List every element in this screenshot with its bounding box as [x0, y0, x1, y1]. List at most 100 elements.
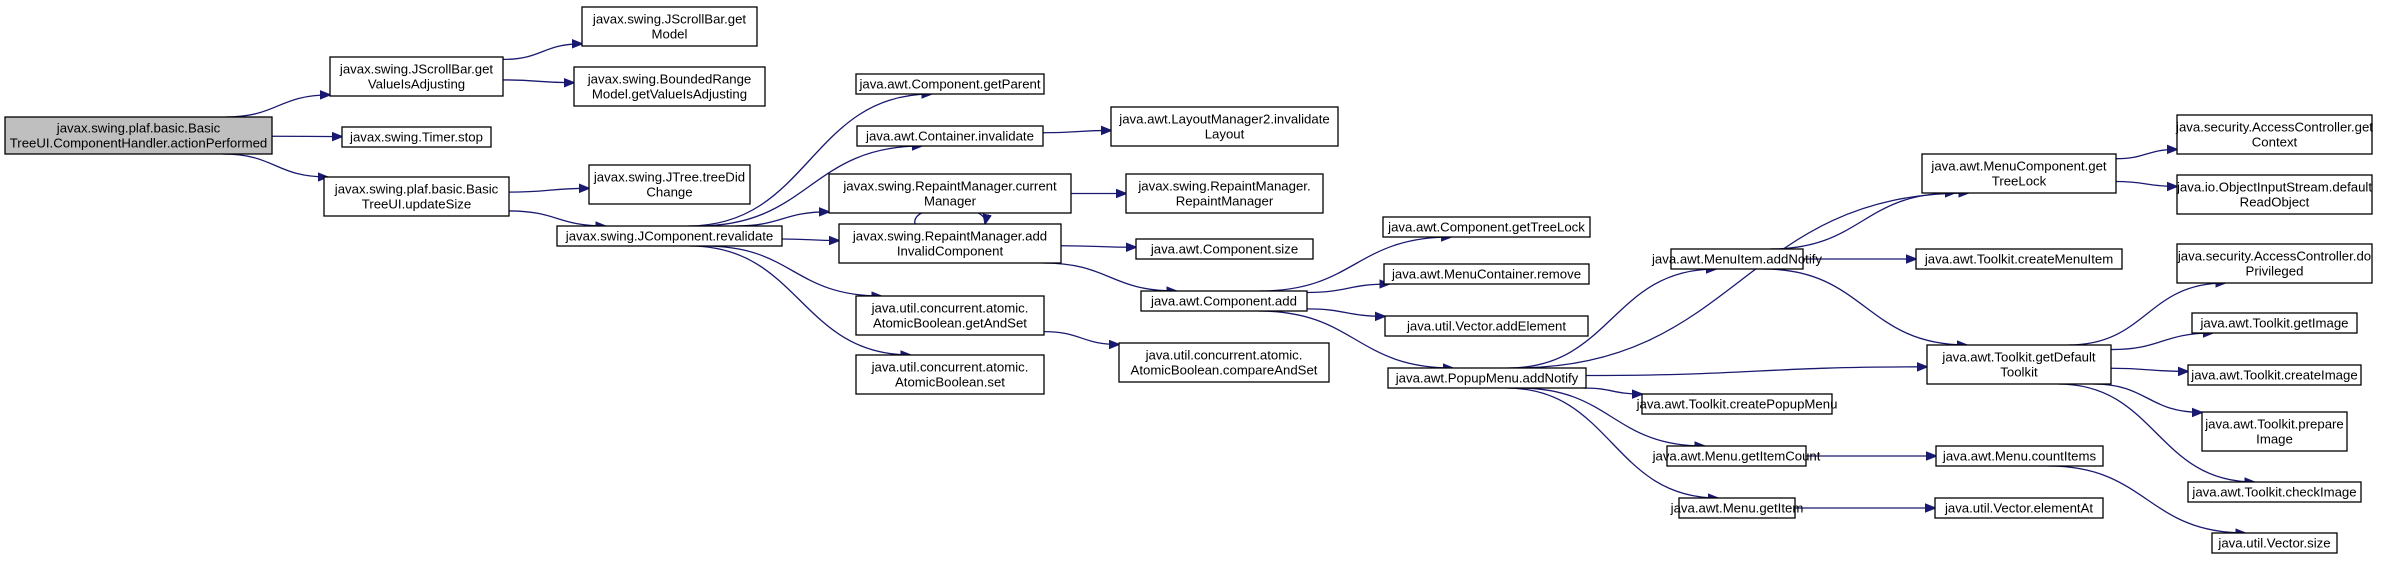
- node-box: [1140, 290, 1308, 312]
- node-invalidate[interactable]: java.awt.Container.invalidate: [856, 125, 1044, 147]
- node-box: [556, 225, 783, 247]
- node-box: [1387, 367, 1587, 389]
- node-label-line: java.security.AccessController.get: [2175, 120, 2373, 135]
- node-brm_getvalue[interactable]: javax.swing.BoundedRangeModel.getValueIs…: [573, 66, 766, 107]
- node-label-line: java.util.Vector.size: [2217, 536, 2330, 551]
- node-box: [2176, 243, 2373, 284]
- node-label-line: java.awt.Toolkit.getImage: [2199, 316, 2348, 331]
- edge-comp_add-to-comp_treelock: [1259, 237, 1451, 292]
- edge-updatesize-to-revalidate: [508, 210, 605, 226]
- node-comp_add[interactable]: java.awt.Component.add: [1140, 290, 1308, 312]
- node-label-line: Manager: [924, 194, 977, 209]
- edge-updatesize-to-tree_didchange: [508, 188, 589, 192]
- node-label-line: Context: [2252, 135, 2298, 150]
- node-tk_createimage[interactable]: java.awt.Toolkit.createImage: [2187, 364, 2362, 386]
- node-label-line: java.awt.LayoutManager2.invalidate: [1118, 112, 1329, 127]
- node-box: [1135, 238, 1314, 260]
- node-tk_createpopup[interactable]: java.awt.Toolkit.createPopupMenu: [1636, 393, 1838, 415]
- node-label-line: javax.swing.plaf.basic.Basic: [334, 182, 499, 197]
- node-menu_itemcount[interactable]: java.awt.Menu.getItemCount: [1652, 445, 1821, 467]
- node-box: [1670, 248, 1804, 270]
- node-tk_getimage[interactable]: java.awt.Toolkit.getImage: [2191, 312, 2358, 334]
- edge-rm_addinvalid-to-comp_size: [1060, 246, 1136, 248]
- node-ab_cas[interactable]: java.util.concurrent.atomic.AtomicBoolea…: [1118, 342, 1330, 383]
- node-menuitem_addnotify[interactable]: java.awt.MenuItem.addNotify: [1651, 248, 1822, 270]
- node-label-line: javax.swing.plaf.basic.Basic: [56, 121, 221, 136]
- node-vec_elementat[interactable]: java.util.Vector.elementAt: [1934, 497, 2104, 519]
- node-timer_stop[interactable]: javax.swing.Timer.stop: [341, 126, 492, 148]
- node-label-line: java.awt.MenuComponent.get: [1930, 159, 2107, 174]
- node-getparent[interactable]: java.awt.Component.getParent: [855, 73, 1045, 95]
- node-label-line: java.awt.Menu.getItem: [1670, 501, 1804, 516]
- edge-root-to-updatesize: [222, 153, 328, 177]
- node-box: [2176, 174, 2373, 215]
- edge-mcomp_treelock-to-ois_default: [2115, 180, 2177, 186]
- node-label-line: TreeUI.updateSize: [362, 197, 471, 212]
- node-label-line: java.awt.PopupMenu.addNotify: [1395, 371, 1579, 386]
- node-label-line: java.awt.Toolkit.checkImage: [2191, 485, 2356, 500]
- node-box: [855, 73, 1045, 95]
- node-box: [329, 56, 504, 97]
- node-menu_countitems[interactable]: java.awt.Menu.countItems: [1935, 445, 2104, 467]
- node-box: [855, 295, 1045, 336]
- node-box: [1678, 497, 1796, 519]
- node-mcomp_treelock[interactable]: java.awt.MenuComponent.getTreeLock: [1921, 153, 2117, 194]
- node-label-line: javax.swing.Timer.stop: [349, 130, 483, 145]
- edge-comp_add-to-popup_addnotify: [1258, 310, 1453, 368]
- node-menu_getitem[interactable]: java.awt.Menu.getItem: [1670, 497, 1804, 519]
- node-label-line: java.awt.Component.getTreeLock: [1387, 220, 1585, 235]
- node-comp_size[interactable]: java.awt.Component.size: [1135, 238, 1314, 260]
- node-rm_rm[interactable]: javax.swing.RepaintManager.RepaintManage…: [1125, 173, 1324, 214]
- node-box: [573, 66, 766, 107]
- node-label-line: Change: [646, 185, 692, 200]
- node-sb_getvalue[interactable]: javax.swing.JScrollBar.getValueIsAdjusti…: [329, 56, 504, 97]
- node-ab_set[interactable]: java.util.concurrent.atomic.AtomicBoolea…: [855, 354, 1045, 395]
- node-box: [2187, 481, 2362, 503]
- node-rm_addinvalid[interactable]: javax.swing.RepaintManager.addInvalidCom…: [838, 223, 1062, 264]
- node-rm_current[interactable]: javax.swing.RepaintManager.currentManage…: [828, 173, 1072, 214]
- node-ois_default[interactable]: java.io.ObjectInputStream.defaultReadObj…: [2176, 174, 2373, 215]
- node-box: [1384, 315, 1589, 337]
- node-label-line: TreeLock: [1992, 174, 2047, 189]
- node-mc_remove[interactable]: java.awt.MenuContainer.remove: [1383, 263, 1590, 285]
- node-box: [855, 354, 1045, 395]
- node-label-line: java.util.Vector.elementAt: [1944, 501, 2093, 516]
- node-label-line: javax.swing.RepaintManager.: [1137, 179, 1310, 194]
- edge-tk_getdefault-to-tk_checkimage: [2058, 383, 2254, 482]
- node-popup_addnotify[interactable]: java.awt.PopupMenu.addNotify: [1387, 367, 1587, 389]
- edge-ab_getandset-to-ab_cas: [1043, 330, 1119, 345]
- node-tk_createmenuitem[interactable]: java.awt.Toolkit.createMenuItem: [1915, 248, 2123, 270]
- edge-popup_addnotify-to-menu_itemcount: [1518, 387, 1705, 446]
- node-label-line: java.security.AccessController.do: [2177, 249, 2371, 264]
- edge-revalidate-to-rm_addinvalid: [781, 239, 839, 241]
- node-label-line: Toolkit: [2000, 365, 2038, 380]
- node-label-line: javax.swing.JTree.treeDid: [593, 170, 745, 185]
- node-box: [2201, 411, 2348, 452]
- node-label-line: RepaintManager: [1176, 194, 1274, 209]
- node-label-line: java.util.concurrent.atomic.: [1145, 348, 1303, 363]
- node-label-line: java.awt.MenuContainer.remove: [1391, 267, 1581, 282]
- node-ac_doprivileged[interactable]: java.security.AccessController.doPrivile…: [2176, 243, 2373, 284]
- node-label-line: java.util.concurrent.atomic.: [871, 301, 1029, 316]
- node-revalidate[interactable]: javax.swing.JComponent.revalidate: [556, 225, 783, 247]
- node-vec_addelement[interactable]: java.util.Vector.addElement: [1384, 315, 1589, 337]
- node-root[interactable]: javax.swing.plaf.basic.BasicTreeUI.Compo…: [4, 116, 273, 155]
- node-box: [1915, 248, 2123, 270]
- node-comp_treelock[interactable]: java.awt.Component.getTreeLock: [1382, 216, 1591, 238]
- edge-revalidate-to-getparent: [687, 94, 932, 227]
- node-ac_getcontext[interactable]: java.security.AccessController.getContex…: [2175, 114, 2373, 155]
- edge-sb_getvalue-to-brm_getvalue: [502, 80, 574, 83]
- node-updatesize[interactable]: javax.swing.plaf.basic.BasicTreeUI.updat…: [323, 176, 510, 217]
- node-label-line: java.awt.Toolkit.createMenuItem: [1924, 252, 2113, 267]
- node-tk_checkimage[interactable]: java.awt.Toolkit.checkImage: [2187, 481, 2362, 503]
- node-label-line: java.awt.Component.getParent: [858, 77, 1040, 92]
- node-label-line: java.awt.MenuItem.addNotify: [1651, 252, 1822, 267]
- node-vec_size[interactable]: java.util.Vector.size: [2211, 532, 2338, 554]
- edge-rm_addinvalid-to-comp_add: [1042, 262, 1176, 291]
- node-ab_getandset[interactable]: java.util.concurrent.atomic.AtomicBoolea…: [855, 295, 1045, 336]
